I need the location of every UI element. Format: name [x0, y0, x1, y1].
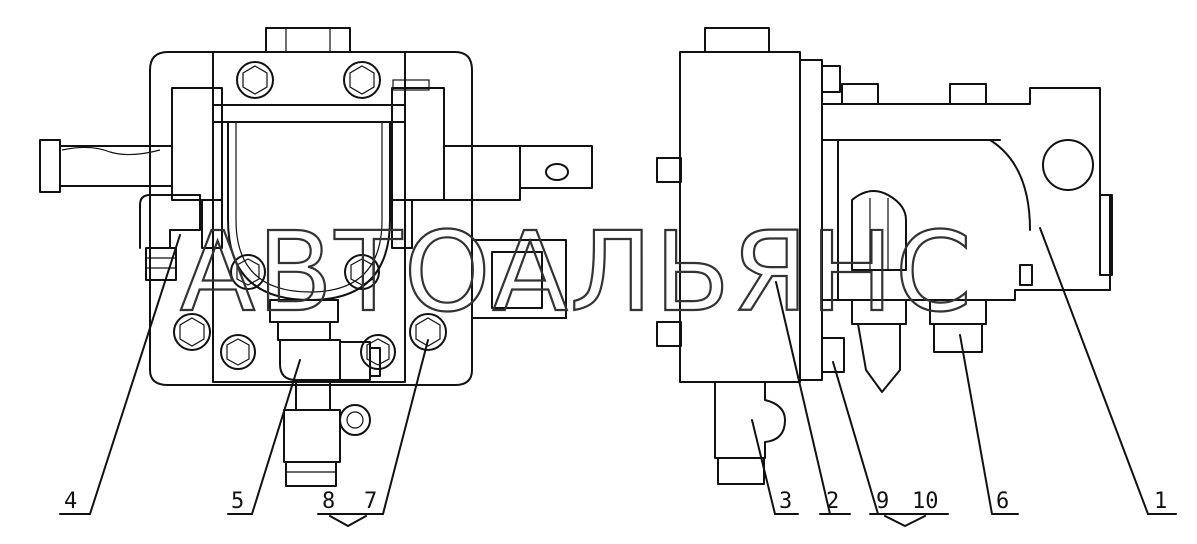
callout-1: 1 [1154, 489, 1167, 514]
callout-6: 6 [996, 489, 1009, 514]
bolt-icon [220, 334, 256, 370]
front-view [39, 27, 593, 487]
callout-4: 4 [64, 489, 77, 514]
bolt-icon [409, 313, 447, 351]
watermark-text: АВТОАЛЬЯНС [180, 208, 974, 336]
bolt-icon [230, 254, 266, 290]
bolt-icon [173, 313, 211, 351]
callout-3: 3 [779, 489, 792, 514]
callout-10: 10 [912, 489, 939, 514]
bolt-icon [344, 254, 380, 290]
bolt-icon [236, 61, 274, 99]
callout-7: 7 [364, 489, 377, 514]
callout-5: 5 [231, 489, 244, 514]
side-view [656, 27, 1113, 485]
bolt-icon [360, 334, 396, 370]
callout-8: 8 [322, 489, 335, 514]
leader-lines [59, 227, 1177, 527]
callout-2: 2 [826, 489, 839, 514]
bolt-icon [343, 61, 381, 99]
callout-9: 9 [876, 489, 889, 514]
